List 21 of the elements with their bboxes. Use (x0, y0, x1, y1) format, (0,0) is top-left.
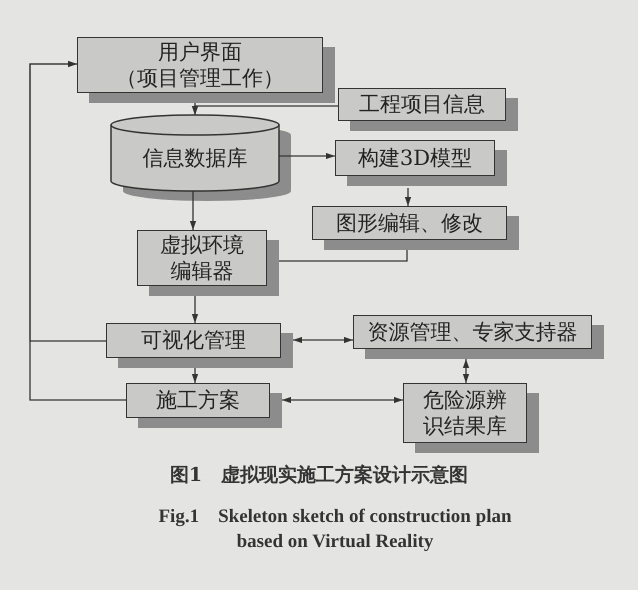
node-label: 资源管理、专家支持器 (366, 318, 578, 346)
arrow (293, 336, 353, 344)
arrow (192, 296, 198, 323)
arrow (279, 152, 335, 160)
node-label: 危险源辨识结果库 (422, 386, 508, 440)
node-label: 构建3D模型 (356, 144, 474, 172)
node-label: 图形编辑、修改 (335, 210, 484, 236)
arrow (462, 359, 470, 383)
arrow (190, 191, 196, 230)
node-label: 虚拟环境编辑器 (159, 232, 245, 284)
node-label: 施工方案 (155, 387, 241, 414)
node-label: 用户界面（项目管理工作） (115, 38, 285, 92)
node-label: 信息数据库 (142, 144, 248, 172)
node-label: 可视化管理 (140, 327, 247, 354)
figure-caption: Fig.1 Skeleton sketch of construction plan based on Virtual Reality (157, 505, 513, 554)
arrow (192, 105, 338, 115)
arrow (29, 60, 126, 401)
figure-caption: 图1 虚拟现实施工方案设计示意图 (168, 463, 470, 488)
arrow (192, 368, 198, 383)
arrow (282, 396, 403, 404)
node-label: 工程项目信息 (358, 91, 486, 118)
